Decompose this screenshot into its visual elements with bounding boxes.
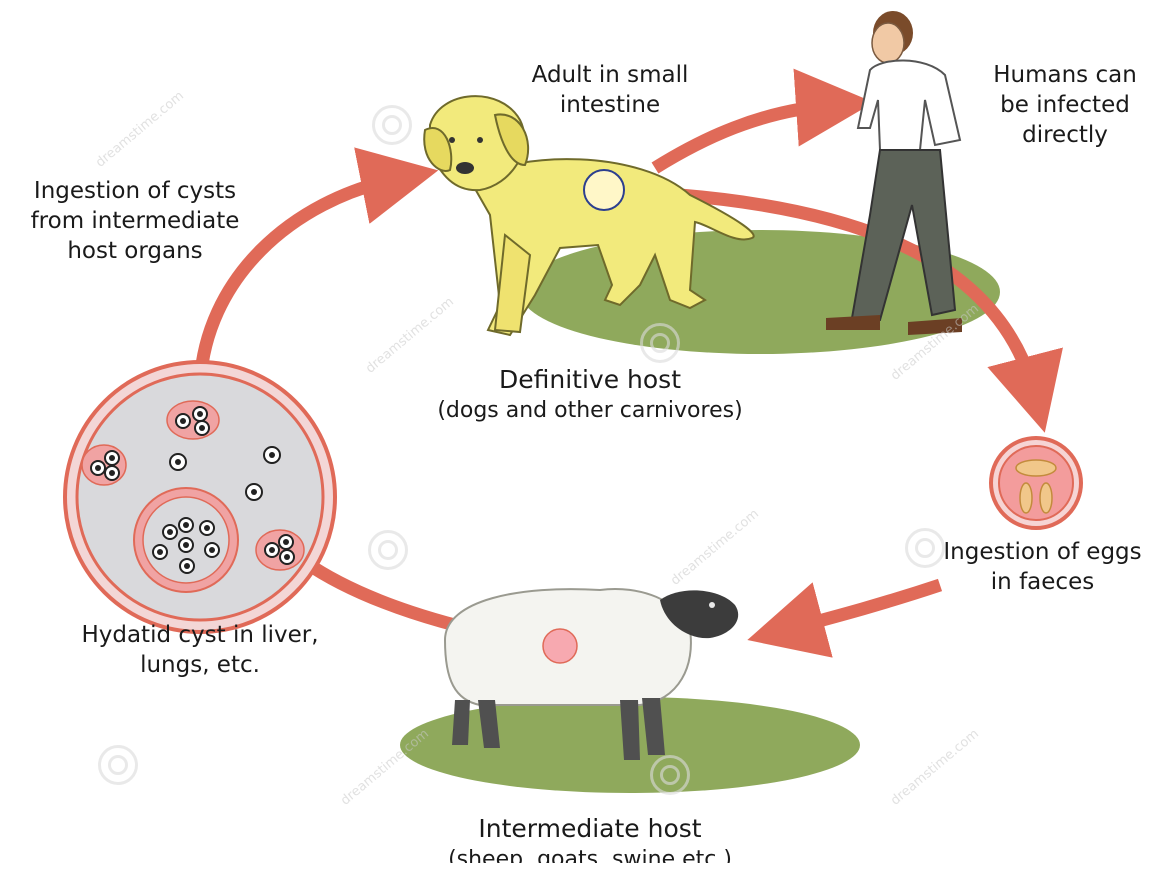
watermark-spiral — [650, 755, 690, 795]
sheep-cyst-marker — [543, 629, 577, 663]
egg-icon — [991, 438, 1081, 528]
label-definitive-host: Definitive host (dogs and other carnivor… — [390, 364, 790, 426]
label-intermediate-host: Intermediate host (sheep, goats, swine e… — [380, 813, 800, 863]
label-line: (dogs and other carnivores) — [390, 396, 790, 426]
label-line: Ingestion of eggs — [920, 537, 1165, 567]
label-line: Definitive host — [390, 364, 790, 396]
watermark-spiral — [368, 530, 408, 570]
label-line: in faeces — [920, 567, 1165, 597]
label-humans-infected: Humans can be infected directly — [960, 60, 1170, 150]
label-line: Intermediate host — [380, 813, 800, 845]
label-line: directly — [960, 120, 1170, 150]
label-line: be infected — [960, 90, 1170, 120]
label-line: Hydatid cyst in liver, — [50, 620, 350, 650]
label-hydatid-cyst: Hydatid cyst in liver, lungs, etc. — [50, 620, 350, 680]
watermark-spiral — [372, 105, 412, 145]
label-line: Adult in small — [500, 60, 720, 90]
hydatid-cyst-icon — [65, 362, 335, 632]
arrow-egg-to-sheep — [785, 585, 940, 630]
label-line: lungs, etc. — [50, 650, 350, 680]
label-ingestion-cysts: Ingestion of cysts from intermediate hos… — [5, 176, 265, 266]
label-ingestion-eggs: Ingestion of eggs in faeces — [920, 537, 1165, 597]
watermark-spiral — [98, 745, 138, 785]
intestine-marker — [584, 170, 624, 210]
label-line: Humans can — [960, 60, 1170, 90]
watermark-spiral — [640, 323, 680, 363]
label-line: from intermediate — [5, 206, 265, 236]
label-adult-in-intestine: Adult in small intestine — [500, 60, 720, 120]
label-line: (sheep, goats, swine etc.) — [380, 845, 800, 863]
label-line: Ingestion of cysts — [5, 176, 265, 206]
label-line: host organs — [5, 236, 265, 266]
label-line: intestine — [500, 90, 720, 120]
